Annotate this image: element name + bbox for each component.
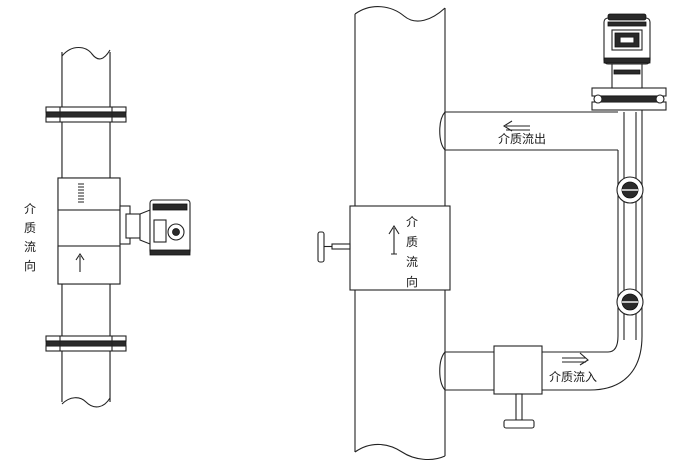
- inlet-indicator: 介质流入: [549, 352, 597, 384]
- main-label-char-1: 介: [406, 215, 418, 229]
- left-pipe-top-break: [61, 46, 111, 60]
- sight-glass-upper: [616, 176, 644, 204]
- outlet-label: 介质流出: [498, 132, 546, 146]
- main-pipe-meter-collar: [317, 205, 451, 291]
- left-pipe-assembly: [45, 46, 191, 408]
- left-top-flange: [45, 106, 127, 123]
- main-label-char-2: 质: [406, 235, 418, 249]
- left-label-char-2: 质: [24, 221, 36, 235]
- outlet-arrow-icon: [502, 120, 530, 132]
- left-label-char-3: 流: [24, 240, 36, 254]
- inlet-label: 介质流入: [549, 370, 597, 384]
- main-pipe-bottom-break: [354, 443, 446, 461]
- left-bottom-flange: [45, 335, 127, 352]
- top-transmitter: [591, 13, 667, 111]
- sight-glass-lower: [616, 288, 644, 316]
- outlet-indicator: 介质流出: [498, 120, 546, 146]
- left-flow-label: 介 质 流 向: [24, 202, 36, 273]
- left-flow-arrow-icon: [75, 253, 85, 272]
- main-pipe-top-break: [354, 6, 446, 22]
- left-meter-body: [57, 177, 141, 285]
- left-label-char-4: 向: [24, 258, 36, 273]
- left-pipe-bottom-break: [61, 397, 111, 408]
- inlet-meter: [493, 345, 543, 429]
- main-flow-label: 介 质 流 向: [406, 215, 418, 289]
- outlet-branch-pipe: [431, 111, 618, 151]
- left-transmitter: [139, 199, 191, 256]
- left-label-char-1: 介: [24, 202, 36, 216]
- main-label-char-4: 向: [406, 274, 418, 289]
- main-label-char-3: 流: [406, 255, 418, 269]
- main-flow-arrow-icon: [388, 224, 400, 255]
- inlet-arrow-icon: [562, 352, 589, 366]
